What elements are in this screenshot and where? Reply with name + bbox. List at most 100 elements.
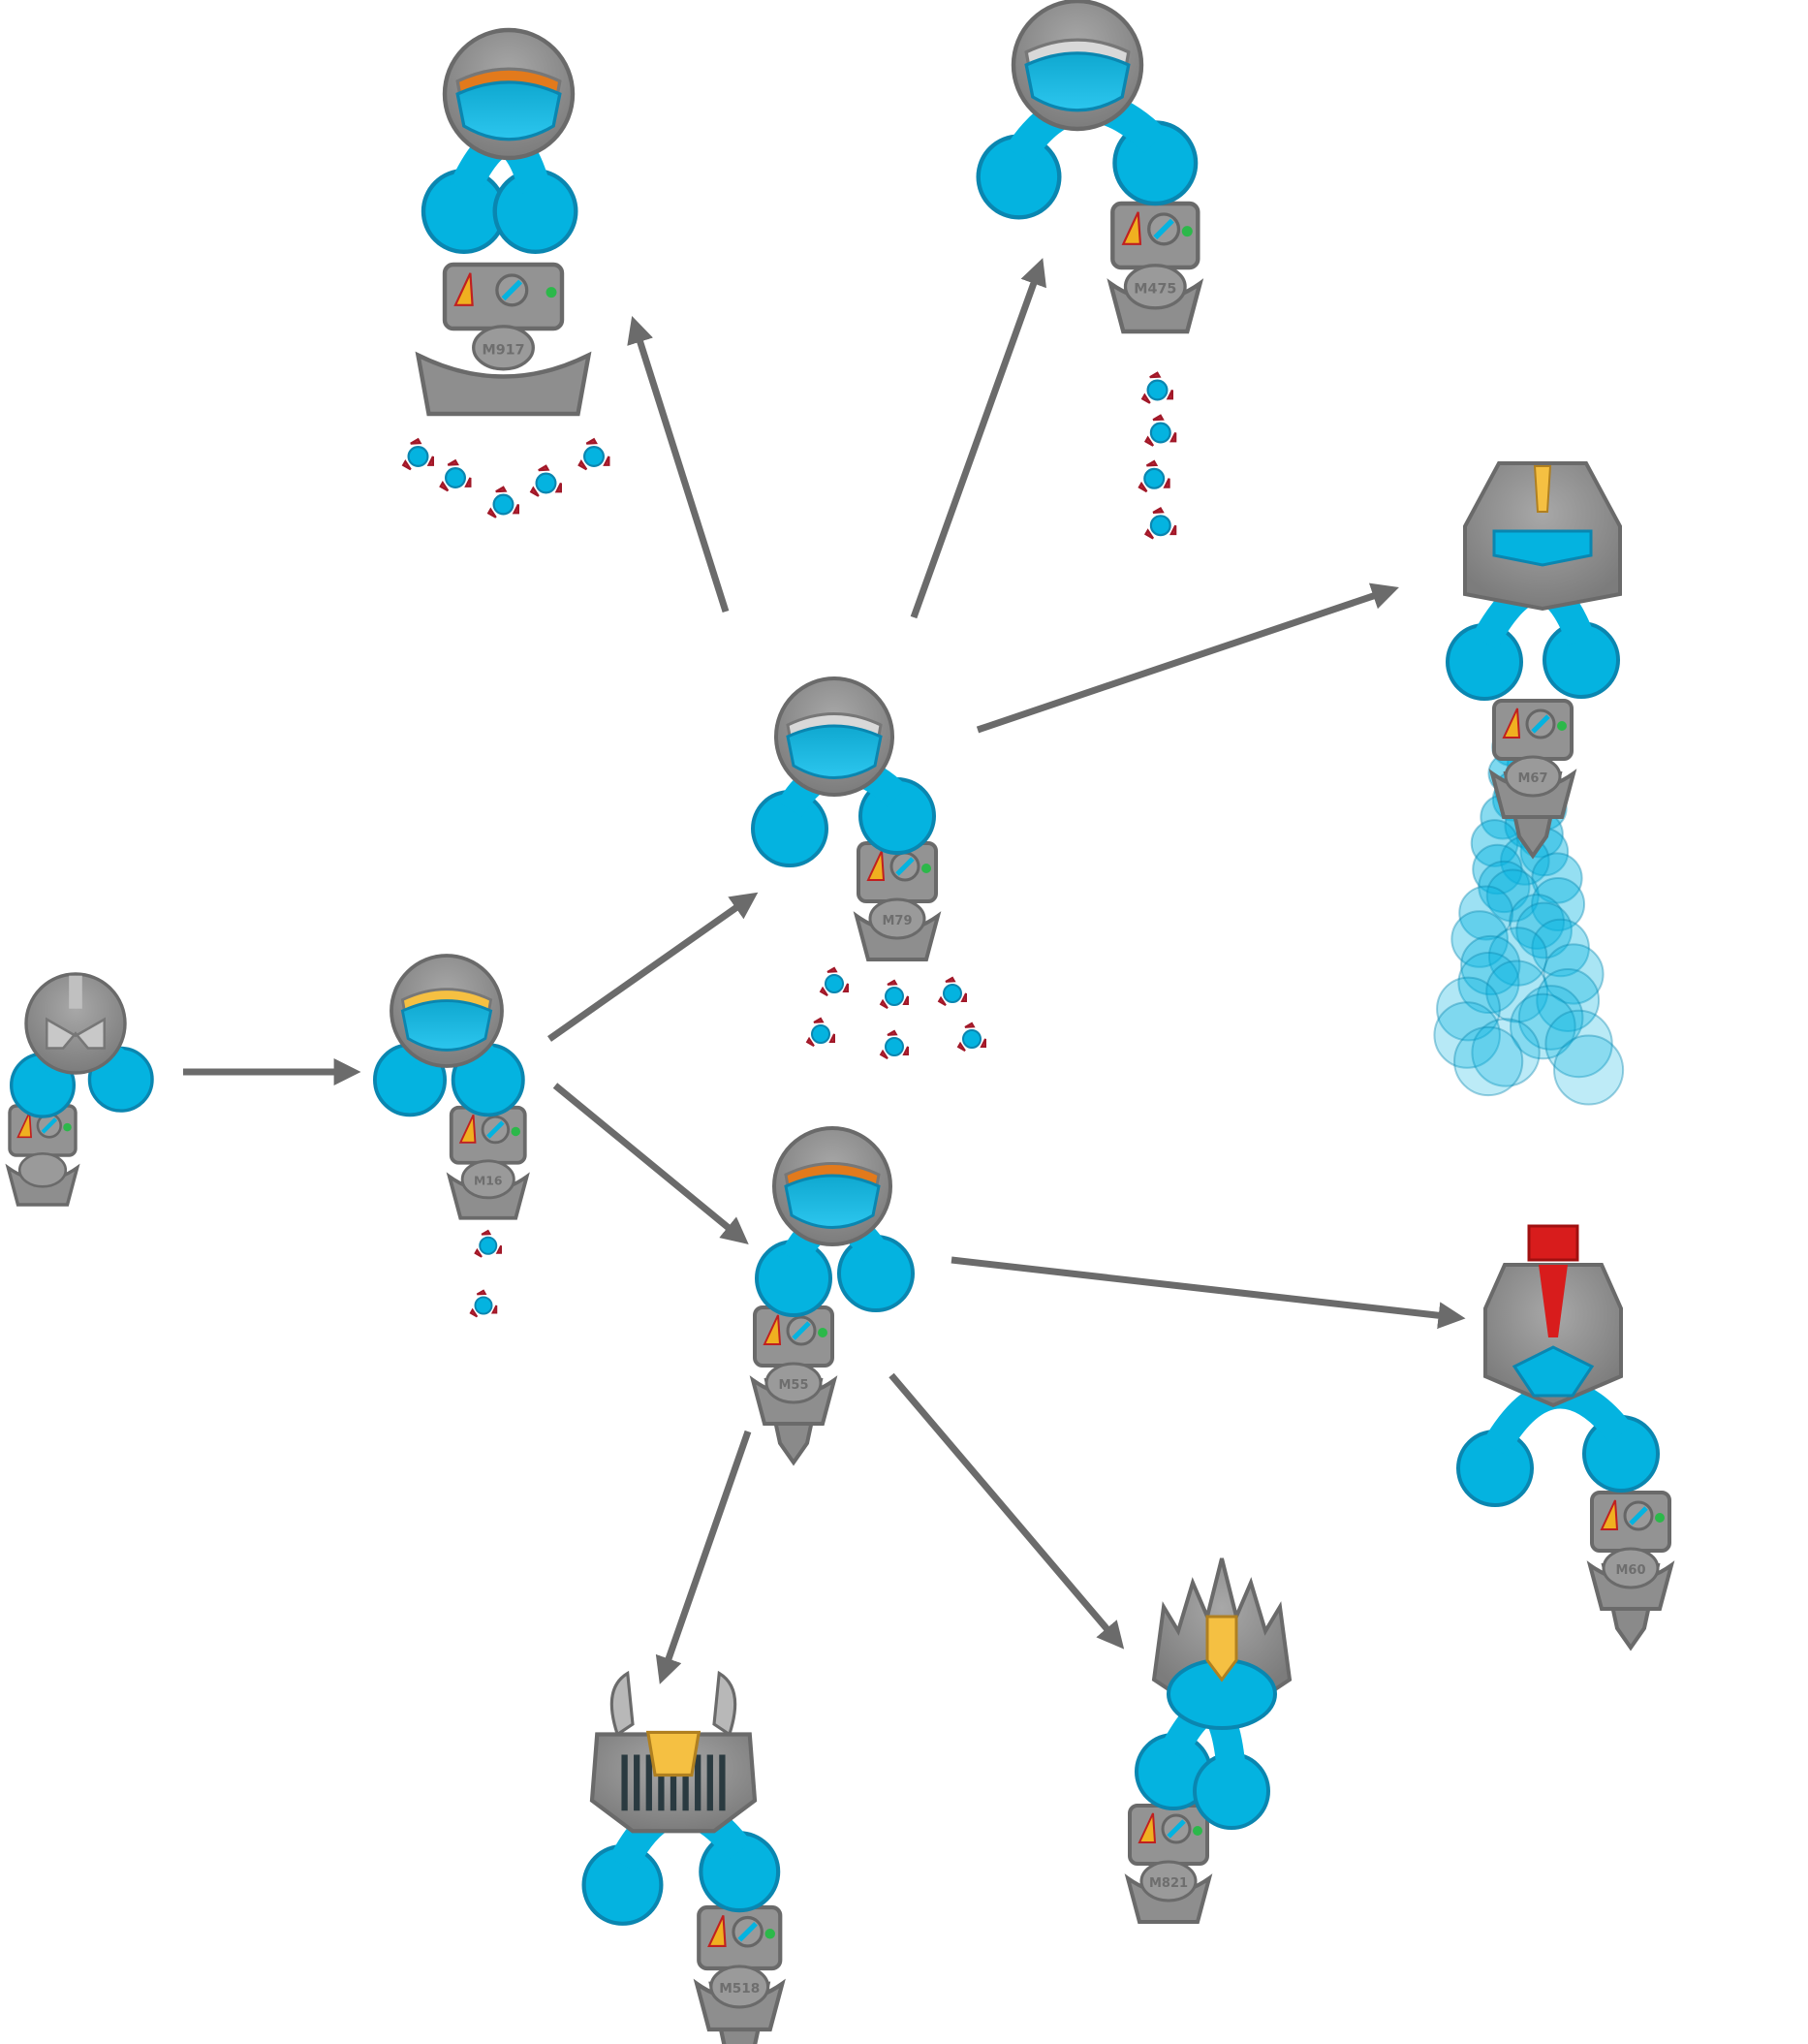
body-panel: M475 bbox=[1107, 201, 1204, 334]
neck bbox=[17, 1152, 68, 1188]
smoke-puff bbox=[1460, 934, 1521, 996]
projectile-icon bbox=[1143, 414, 1177, 447]
model-label: M55 bbox=[778, 1378, 808, 1393]
status-light bbox=[1181, 226, 1193, 237]
model-label: M475 bbox=[1134, 281, 1176, 297]
projectile-icon bbox=[805, 1017, 835, 1047]
arrow-m79-to-m475 bbox=[910, 258, 1046, 619]
smoke-puff bbox=[1517, 985, 1584, 1051]
character-m60: M60 bbox=[1456, 1224, 1675, 1651]
gauge-icon bbox=[1121, 211, 1142, 245]
neck bbox=[1504, 755, 1562, 798]
helmet-icon bbox=[772, 1126, 892, 1246]
gauge-icon bbox=[1600, 1499, 1619, 1530]
projectile-icon bbox=[819, 966, 849, 996]
smoke-puff bbox=[1553, 1034, 1625, 1106]
body-panel: M67 bbox=[1488, 699, 1577, 860]
smoke-puff bbox=[1543, 943, 1605, 1005]
visor bbox=[786, 724, 883, 779]
smoke-puff bbox=[1457, 951, 1520, 1015]
smoke-puff bbox=[1471, 1018, 1541, 1087]
projectile-icon bbox=[474, 1229, 503, 1258]
gauge-icon bbox=[707, 1914, 727, 1947]
character-m16: M16 bbox=[372, 954, 530, 1318]
projectile-icon bbox=[469, 1289, 498, 1318]
visor bbox=[455, 80, 562, 142]
smoke-puff bbox=[1544, 1009, 1613, 1079]
arrow-m16-to-m55 bbox=[552, 1083, 749, 1244]
smoke-puff bbox=[1485, 959, 1549, 1023]
smoke-puff bbox=[1531, 877, 1586, 931]
helmet-icon bbox=[1483, 1224, 1623, 1408]
status-light bbox=[546, 287, 557, 299]
smoke-puff bbox=[1458, 885, 1514, 941]
gauge-icon bbox=[16, 1112, 33, 1139]
smoke-puff bbox=[1450, 910, 1509, 968]
visor bbox=[400, 999, 493, 1052]
arrow-m55-to-m518 bbox=[655, 1430, 752, 1684]
gauge-icon bbox=[453, 272, 474, 306]
body-panel: M917 bbox=[415, 262, 592, 417]
neck bbox=[764, 1362, 823, 1404]
gauge-icon bbox=[458, 1114, 477, 1144]
character-m917: M917 bbox=[401, 27, 610, 519]
status-light bbox=[1655, 1513, 1665, 1523]
status-light bbox=[1193, 1826, 1202, 1836]
gauge-icon bbox=[866, 850, 886, 881]
helmet-icon bbox=[774, 676, 894, 797]
jaw bbox=[415, 351, 592, 417]
body-panel bbox=[5, 1104, 80, 1207]
character-m518: M518 bbox=[581, 1670, 786, 2044]
projectile-icon bbox=[577, 437, 610, 471]
projectile-icon bbox=[529, 464, 563, 497]
neck bbox=[1139, 1860, 1198, 1902]
character-base bbox=[5, 972, 154, 1207]
projectile-icon bbox=[1140, 371, 1174, 404]
projectile-icon bbox=[439, 458, 472, 492]
visor bbox=[1024, 51, 1131, 112]
helmet-icon bbox=[442, 27, 576, 161]
arrow-m79-to-m67 bbox=[976, 582, 1399, 734]
model-label: M917 bbox=[482, 342, 524, 358]
projectile-icon bbox=[1143, 506, 1177, 540]
helmet-icon bbox=[589, 1670, 758, 1834]
body-panel: M821 bbox=[1124, 1804, 1213, 1924]
neck bbox=[460, 1159, 515, 1200]
smoke-puff bbox=[1453, 1025, 1524, 1097]
model-label: M16 bbox=[474, 1175, 502, 1188]
gauge-icon bbox=[1138, 1812, 1157, 1843]
status-light bbox=[921, 864, 931, 873]
model-label: M821 bbox=[1149, 1876, 1188, 1891]
smoke-puff bbox=[1487, 927, 1548, 987]
character-m55: M55 bbox=[749, 1126, 915, 1466]
smoke-puff bbox=[1433, 1001, 1501, 1069]
character-m67: M67 bbox=[1433, 461, 1625, 1106]
arrow-m16-to-m79 bbox=[546, 892, 759, 1042]
smoke-puff bbox=[1472, 843, 1523, 896]
projectile-icon bbox=[879, 1029, 909, 1059]
helmet-icon bbox=[390, 954, 504, 1068]
body-panel: M55 bbox=[749, 1305, 838, 1466]
model-label: M67 bbox=[1517, 771, 1547, 786]
neck bbox=[1123, 264, 1187, 310]
status-light bbox=[511, 1126, 520, 1137]
smoke-puff bbox=[1515, 901, 1573, 959]
helmet-icon bbox=[24, 972, 127, 1075]
helmet-icon bbox=[1463, 461, 1622, 612]
projectile-icon bbox=[1138, 459, 1170, 493]
helmet-icon bbox=[1151, 1557, 1293, 1730]
smoke-puff bbox=[1470, 819, 1519, 867]
smoke-puff bbox=[1436, 976, 1501, 1042]
smoke-puff bbox=[1536, 968, 1601, 1032]
gauge-icon bbox=[1502, 708, 1521, 739]
projectile-icon bbox=[401, 437, 434, 471]
body-panel: M16 bbox=[446, 1105, 530, 1220]
status-light bbox=[1557, 721, 1567, 731]
smoke-puff bbox=[1509, 894, 1566, 950]
gauge-icon bbox=[763, 1314, 782, 1345]
neck bbox=[1602, 1547, 1660, 1589]
character-m475: M475 bbox=[976, 0, 1204, 540]
model-label: M518 bbox=[719, 1981, 760, 1997]
arrow-m55-to-m60 bbox=[951, 1256, 1466, 1330]
